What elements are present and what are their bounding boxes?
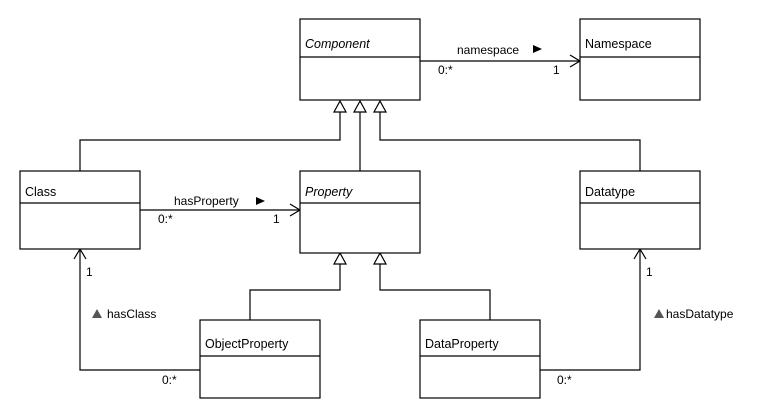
association-namespace-target-multiplicity: 1 xyxy=(553,63,560,77)
association-hasclass-label: hasClass xyxy=(107,307,156,321)
generalization-objectproperty-to-property xyxy=(249,264,341,320)
generalization-arrowhead xyxy=(372,251,388,265)
direction-up-icon xyxy=(654,309,664,318)
class-namespace[interactable]: Namespace xyxy=(579,18,701,101)
association-hasclass-line xyxy=(79,249,200,371)
class-objectproperty-name: ObjectProperty xyxy=(205,337,289,351)
association-hasproperty-source-multiplicity: 0:* xyxy=(158,212,173,226)
generalization-dataproperty-to-property xyxy=(379,264,491,320)
class-class-name: Class xyxy=(25,185,56,199)
generalization-arrowhead xyxy=(352,99,368,113)
generalization-arrowhead xyxy=(332,99,348,113)
class-dataproperty[interactable]: DataProperty xyxy=(419,319,541,399)
association-namespace-label: namespace xyxy=(457,43,519,57)
class-property-name: Property xyxy=(305,185,353,199)
class-namespace-name: Namespace xyxy=(585,37,652,51)
generalization-datatype-to-component xyxy=(379,112,641,171)
direction-right-icon xyxy=(256,197,265,205)
generalization-arrowhead xyxy=(372,99,388,113)
class-component-name: Component xyxy=(305,37,370,51)
class-dataproperty-name: DataProperty xyxy=(425,337,499,351)
association-hasclass-source-multiplicity: 0:* xyxy=(162,373,177,387)
class-datatype-name: Datatype xyxy=(585,185,635,199)
class-component[interactable]: Component xyxy=(299,18,421,101)
class-objectproperty[interactable]: ObjectProperty xyxy=(199,319,321,399)
class-class[interactable]: Class xyxy=(19,170,141,250)
direction-right-icon xyxy=(533,45,542,53)
generalization-arrowhead xyxy=(332,251,348,265)
class-datatype[interactable]: Datatype xyxy=(579,170,701,250)
association-hasdatatype-target-multiplicity: 1 xyxy=(646,265,653,279)
direction-up-icon xyxy=(92,309,102,318)
association-hasdatatype-line xyxy=(540,249,641,371)
association-hasproperty-target-multiplicity: 1 xyxy=(273,212,280,226)
association-namespace-source-multiplicity: 0:* xyxy=(438,63,453,77)
class-property[interactable]: Property xyxy=(299,170,421,254)
association-hasdatatype-label: hasDatatype xyxy=(666,307,734,321)
generalization-class-to-component xyxy=(79,112,341,171)
association-hasdatatype-source-multiplicity: 0:* xyxy=(557,373,572,387)
association-hasclass-target-multiplicity: 1 xyxy=(86,265,93,279)
association-hasproperty-label: hasProperty xyxy=(174,194,239,208)
